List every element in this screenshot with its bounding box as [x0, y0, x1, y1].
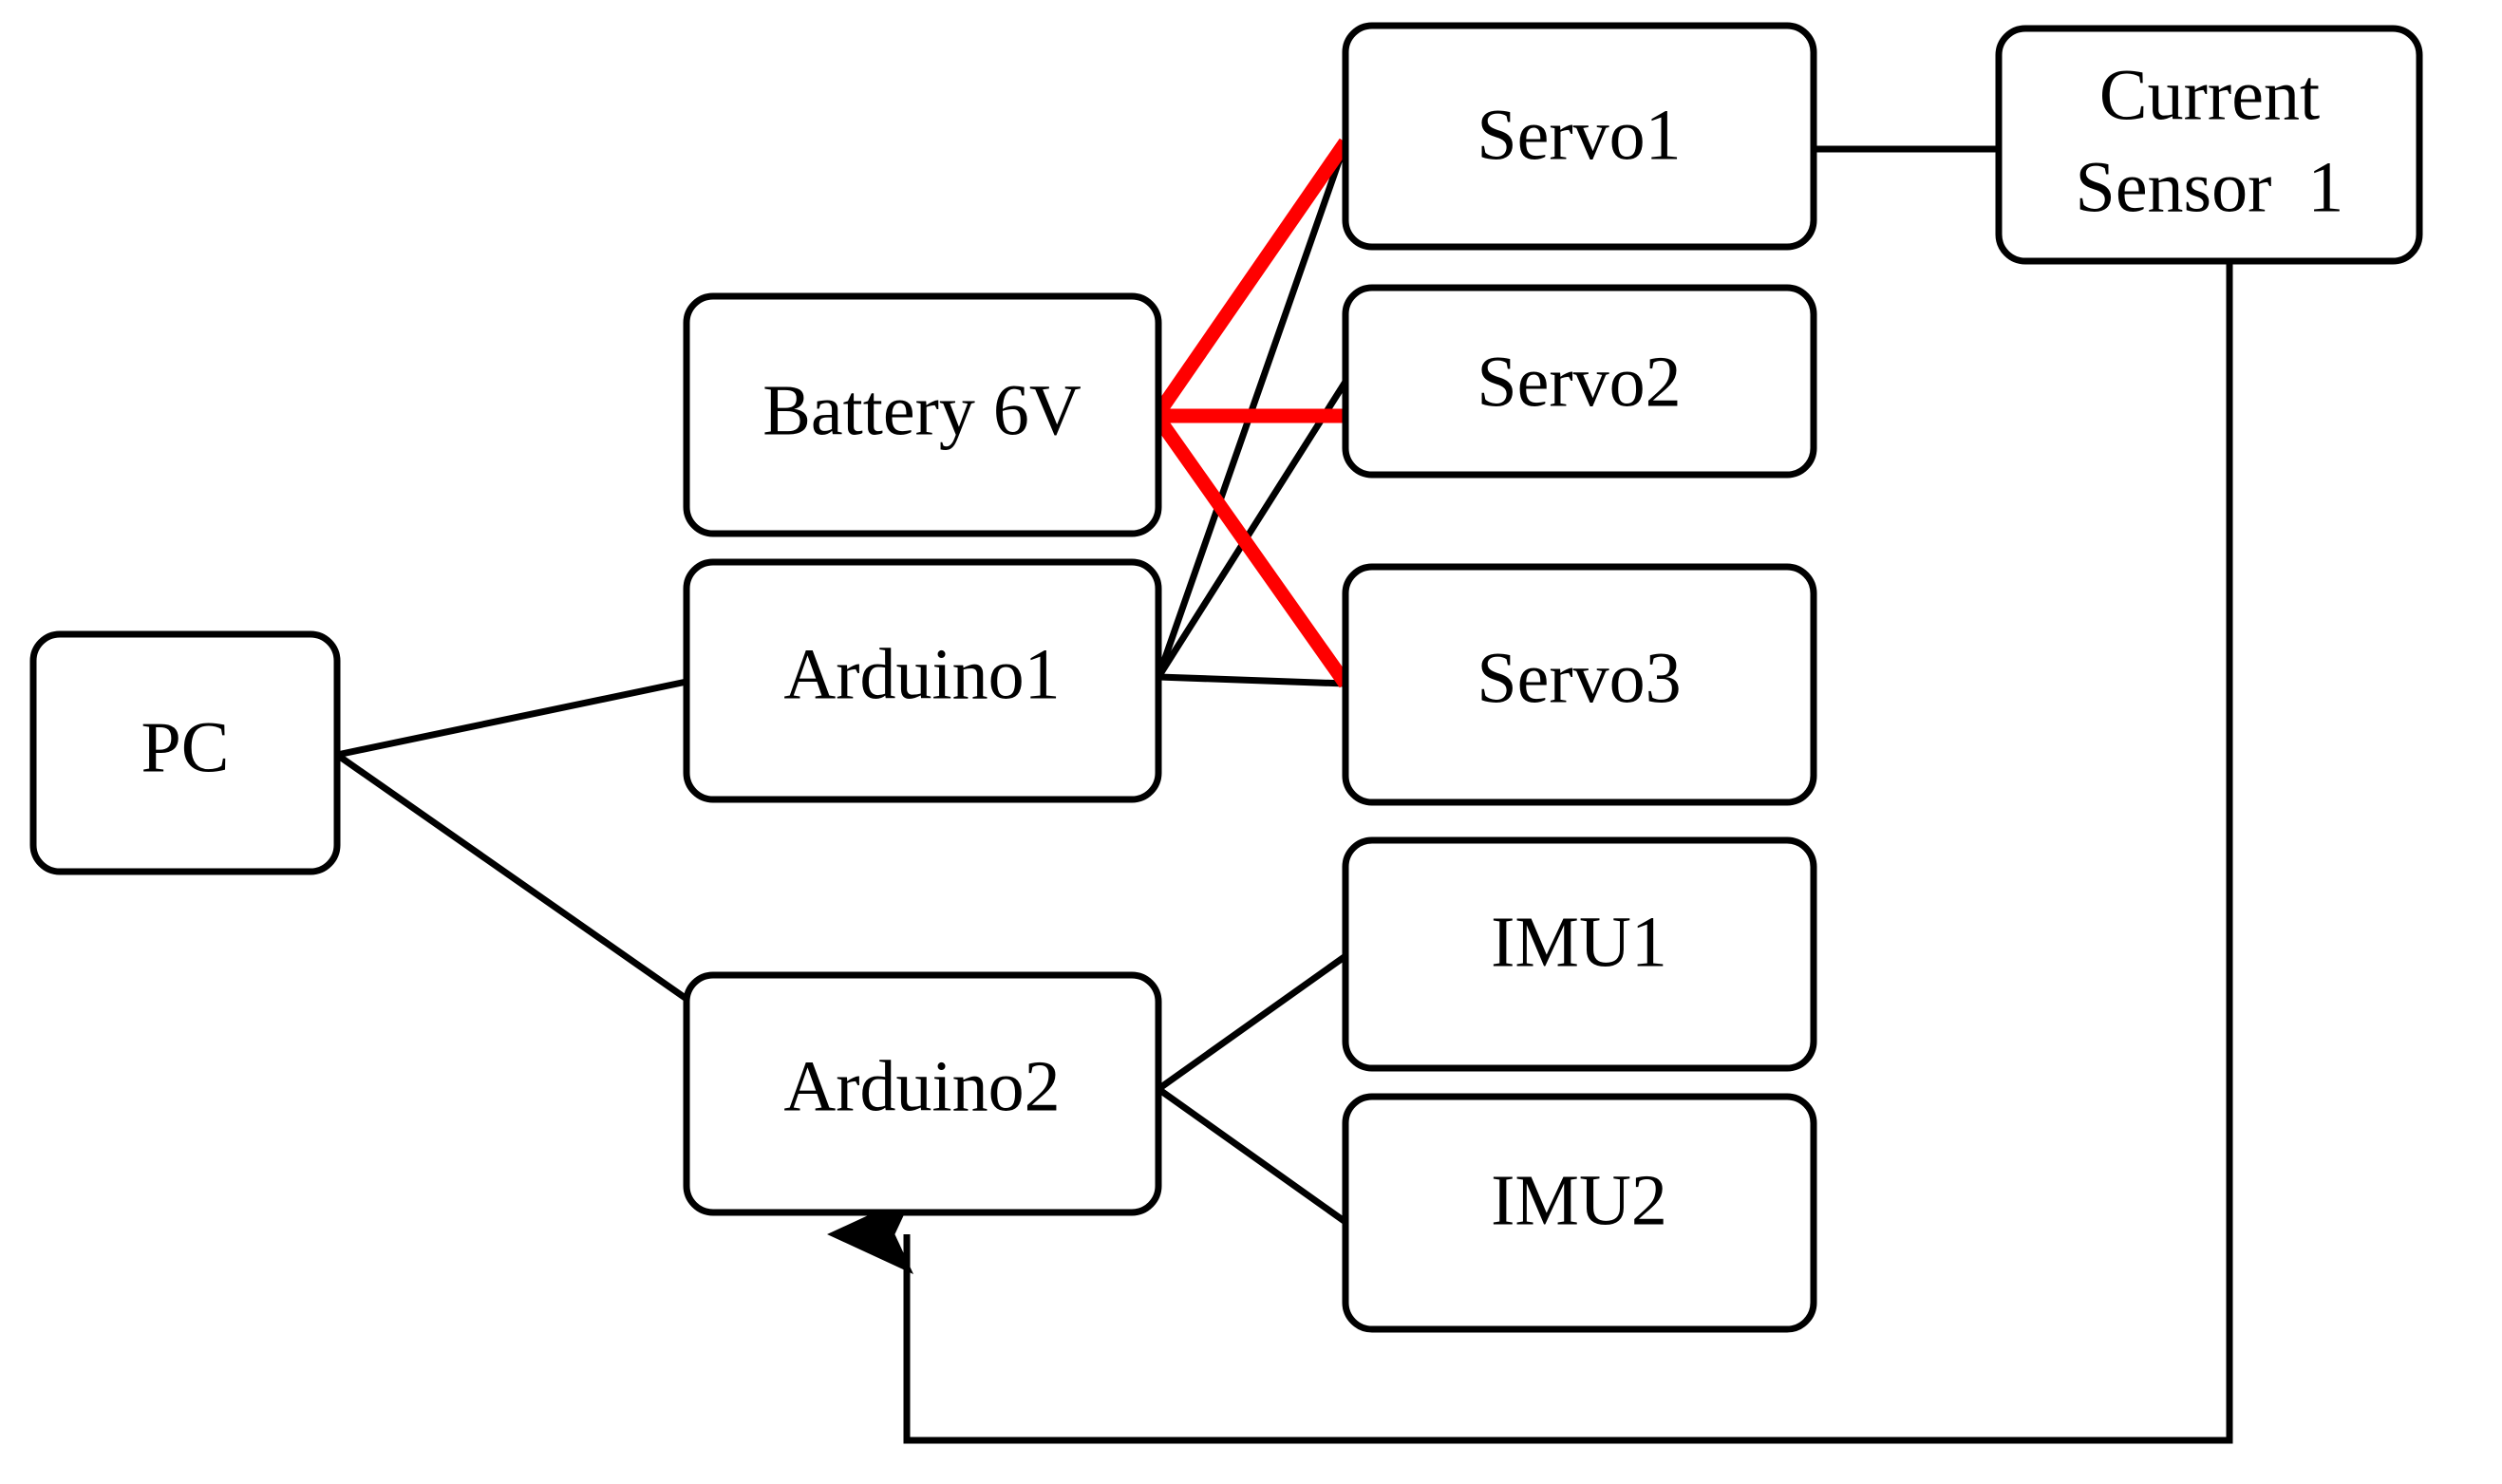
- node-arduino2-box[interactable]: [683, 971, 1162, 1216]
- node-servo3-box[interactable]: [1342, 563, 1817, 806]
- edge-battery-servo3: [1150, 411, 1352, 688]
- node-current-sensor[interactable]: Current Sensor 1: [1995, 25, 2423, 265]
- node-battery-box[interactable]: [683, 292, 1162, 537]
- edge-arduino2-imu1: [1156, 953, 1348, 1092]
- node-arduino1-label: Arduino1: [783, 634, 1060, 714]
- node-servo1-label: Servo1: [1477, 95, 1681, 175]
- edge-pc-arduino2: [334, 752, 689, 1002]
- node-servo1[interactable]: Servo1: [1342, 22, 1817, 251]
- node-current-sensor-label-line1: Current: [2099, 55, 2320, 135]
- node-servo2-label: Servo2: [1477, 342, 1681, 422]
- node-arduino1[interactable]: Arduino1: [683, 558, 1162, 803]
- edge-arduino1-servo2: [1156, 380, 1348, 679]
- node-pc-box[interactable]: [29, 630, 341, 875]
- edge-arduino2-imu2: [1156, 1086, 1348, 1225]
- node-servo3-label: Servo3: [1477, 638, 1681, 718]
- edge-battery-servo1: [1150, 138, 1352, 421]
- node-imu2-label: IMU2: [1491, 1160, 1667, 1240]
- node-arduino2-label: Arduino2: [783, 1046, 1060, 1126]
- node-battery-label: Battery 6V: [762, 370, 1082, 450]
- node-imu1-label: IMU1: [1491, 902, 1667, 982]
- node-arduino1-box[interactable]: [683, 558, 1162, 803]
- node-pc[interactable]: PC: [29, 630, 341, 875]
- node-servo2-box[interactable]: [1342, 284, 1817, 479]
- node-imu1-box[interactable]: [1342, 836, 1817, 1072]
- node-servo3[interactable]: Servo3: [1342, 563, 1817, 806]
- node-battery[interactable]: Battery 6V: [683, 292, 1162, 537]
- node-pc-label: PC: [141, 707, 230, 787]
- node-arduino2[interactable]: Arduino2: [683, 971, 1162, 1216]
- edge-current-sensor-arduino2: [827, 261, 2233, 1444]
- node-servo2[interactable]: Servo2: [1342, 284, 1817, 479]
- node-imu1[interactable]: IMU1: [1342, 836, 1817, 1072]
- node-servo1-box[interactable]: [1342, 22, 1817, 251]
- edge-pc-arduino1: [336, 678, 687, 759]
- node-current-sensor-box[interactable]: [1995, 25, 2423, 265]
- node-current-sensor-label-line2: Sensor 1: [2076, 147, 2344, 227]
- edge-arduino1-servo3: [1157, 673, 1346, 687]
- node-imu2-box[interactable]: [1342, 1093, 1817, 1333]
- node-imu2[interactable]: IMU2: [1342, 1093, 1817, 1333]
